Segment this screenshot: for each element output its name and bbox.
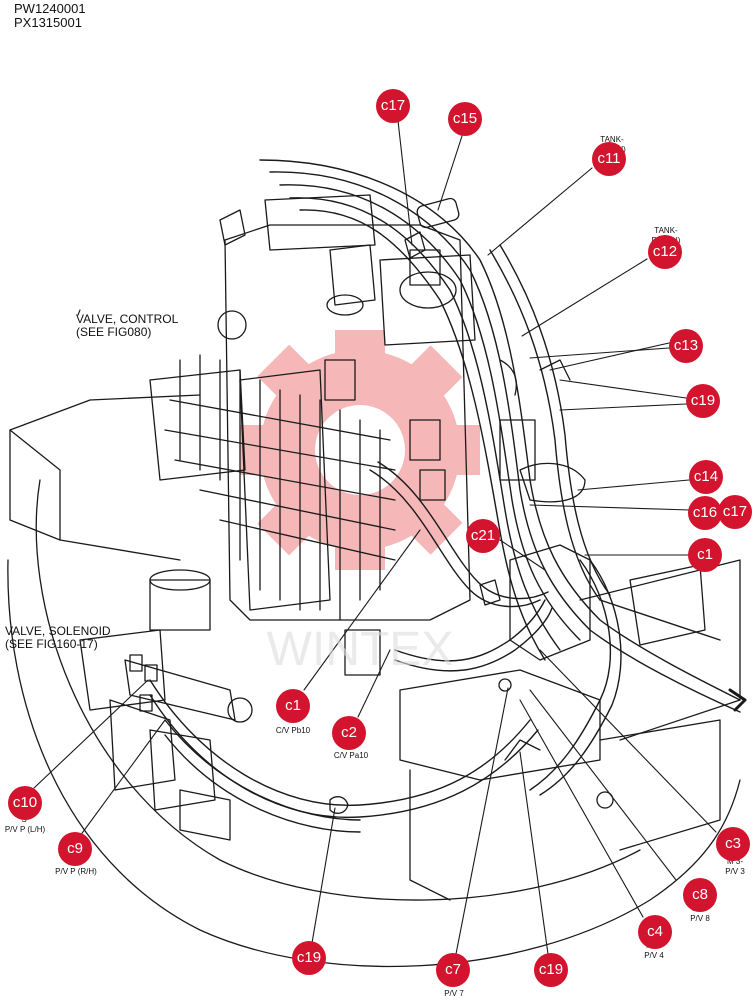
label-c10-2: P/V P (L/H): [4, 825, 46, 834]
callout-c4[interactable]: c4: [638, 915, 672, 949]
label-valve-control-1: VALVE, CONTROL: [76, 312, 179, 326]
model-code-1: PW1240001: [14, 1, 86, 16]
control-valve-block: [149, 194, 476, 621]
watermark-text: WINTEX: [267, 623, 454, 676]
callout-c19-bottom-left[interactable]: c19: [292, 941, 326, 975]
label-tank-rh-1: TANK-: [654, 226, 678, 235]
callout-c17-top[interactable]: c17: [376, 89, 410, 123]
callout-c9[interactable]: c9: [58, 832, 92, 866]
callout-c11[interactable]: c11: [592, 142, 626, 176]
label-c7-2: P/V 7: [444, 989, 464, 998]
callout-c14[interactable]: c14: [689, 460, 723, 494]
callout-c15[interactable]: c15: [448, 102, 482, 136]
label-valve-solenoid-1: VALVE, SOLENOID: [5, 624, 111, 638]
label-cv-pb10: C/V Pb10: [275, 726, 311, 735]
valve-spools: [164, 354, 446, 676]
callout-c12[interactable]: c12: [648, 235, 682, 269]
label-tank-lh-1: TANK-: [600, 135, 624, 144]
label-c8-2: P/V 8: [690, 914, 710, 923]
clamps-fittings: [329, 197, 591, 814]
label-valve-solenoid-2: (SEE FIG160-17): [5, 637, 98, 651]
base-frame: [7, 394, 747, 968]
callout-c2[interactable]: c2: [332, 716, 366, 750]
callout-c21[interactable]: c21: [466, 519, 500, 553]
callout-c19-right[interactable]: c19: [686, 384, 720, 418]
callout-c10[interactable]: c10: [8, 786, 42, 820]
hose-bundle: [149, 159, 741, 833]
callout-c1-left[interactable]: c1: [276, 689, 310, 723]
callout-c13[interactable]: c13: [669, 329, 703, 363]
callout-c17-right[interactable]: c17: [718, 495, 752, 529]
callout-c16[interactable]: c16: [688, 496, 722, 530]
label-c4-2: P/V 4: [644, 951, 664, 960]
label-valve-control-2: (SEE FIG080): [76, 325, 152, 339]
label-c3-2: P/V 3: [725, 867, 745, 876]
label-c3-1: M 3-: [727, 857, 743, 866]
solenoid-valve: [79, 629, 253, 841]
leader-lines: [33, 111, 717, 955]
label-cv-pa10: C/V Pa10: [333, 751, 369, 760]
callout-c1-right[interactable]: c1: [688, 538, 722, 572]
label-c9-2: P/V P (R/H): [55, 867, 97, 876]
callout-c3[interactable]: c3: [716, 827, 750, 861]
callout-c7[interactable]: c7: [436, 953, 470, 987]
callout-c19-bottom-mid[interactable]: c19: [534, 953, 568, 987]
callout-c8[interactable]: c8: [683, 878, 717, 912]
model-code-2: PX1315001: [14, 15, 82, 30]
